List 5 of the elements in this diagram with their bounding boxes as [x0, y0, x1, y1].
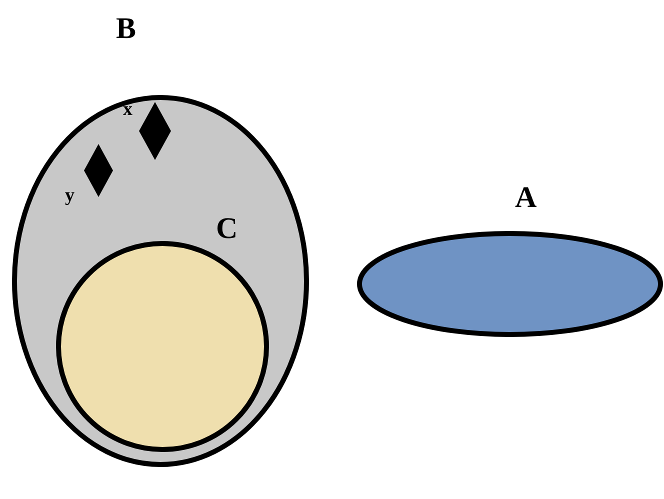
region-label: B	[116, 14, 136, 44]
region-label: y	[65, 186, 74, 205]
region-label: A	[515, 183, 537, 213]
region-label: C	[216, 214, 238, 244]
region-label: x	[123, 100, 132, 119]
